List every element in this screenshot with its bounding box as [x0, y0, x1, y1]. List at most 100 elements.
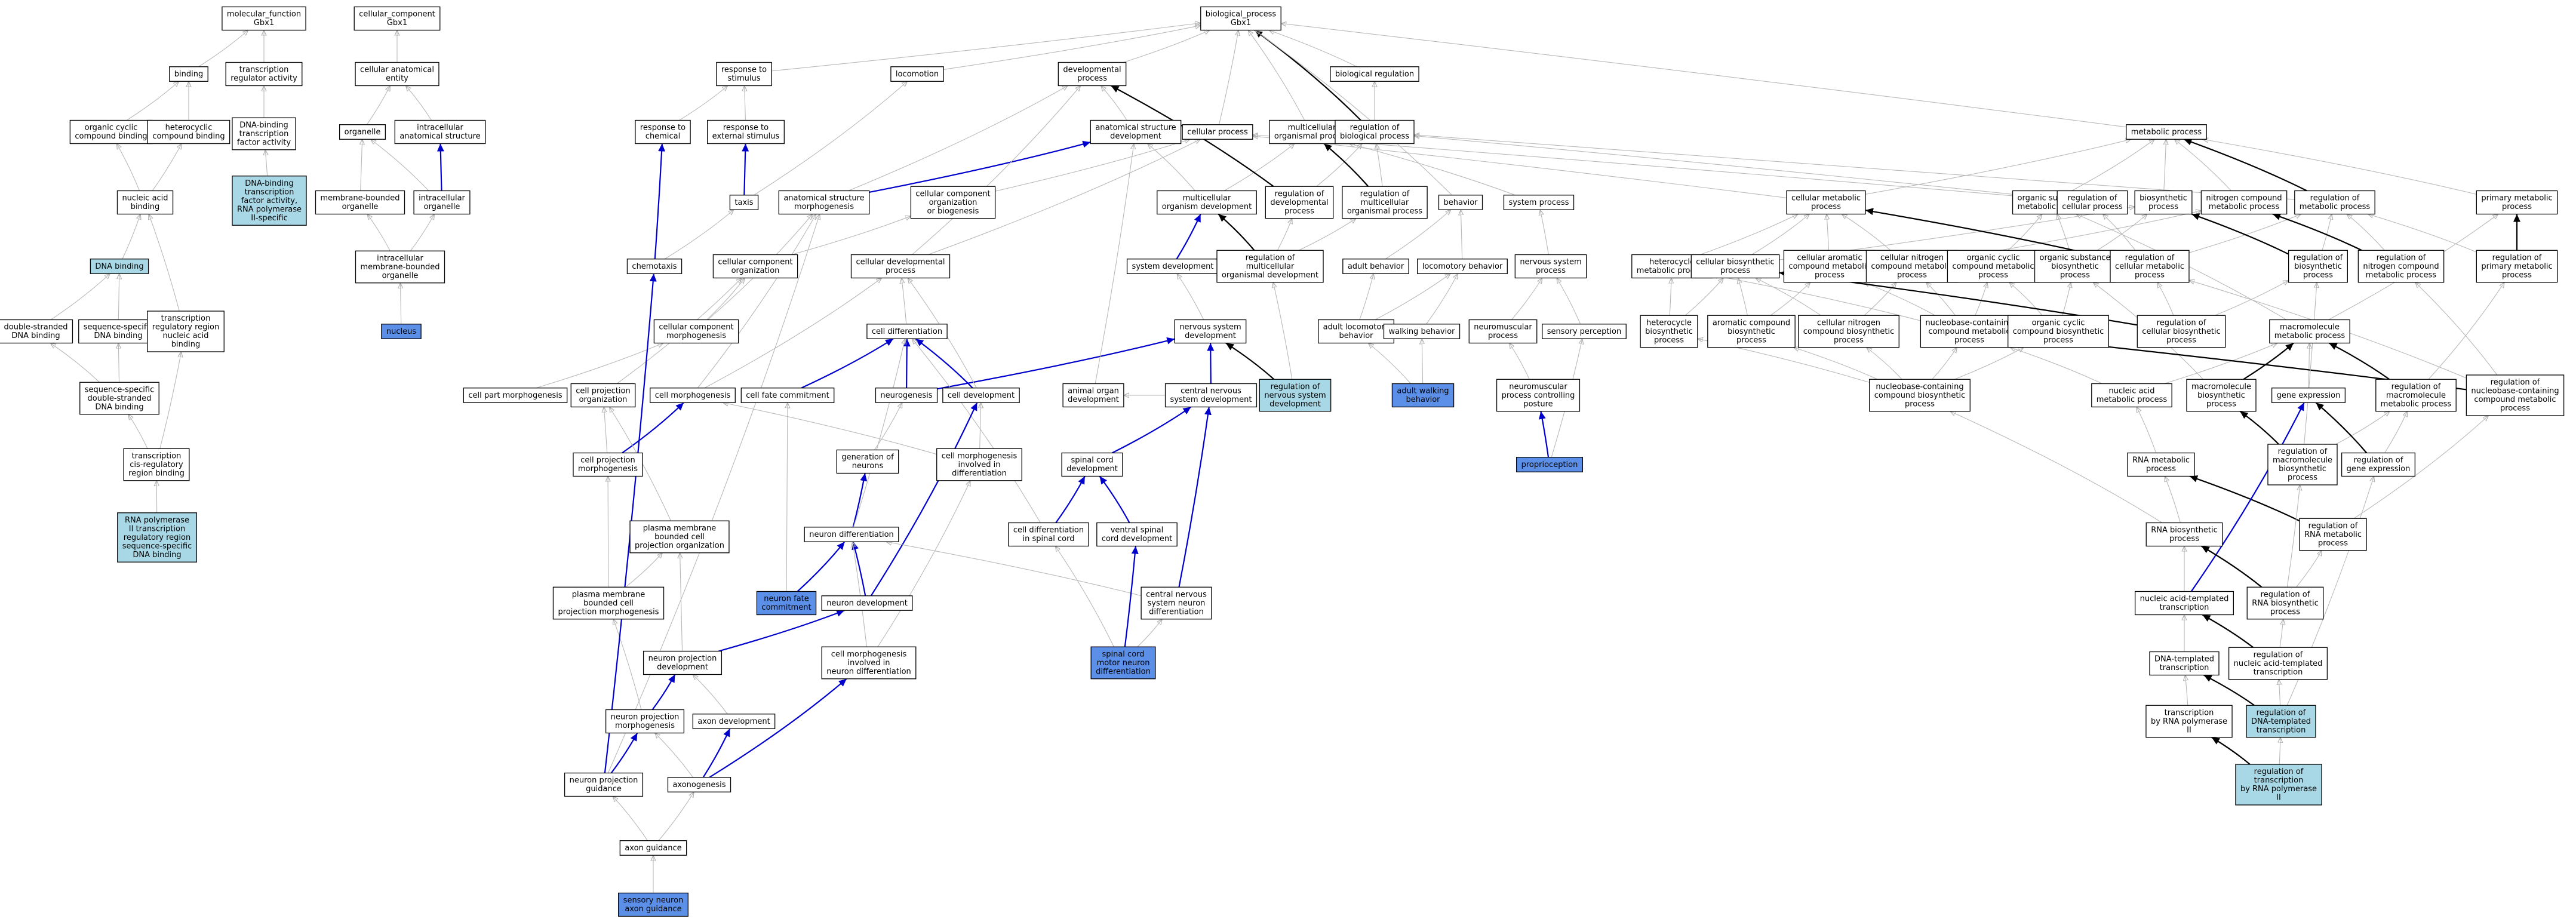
node-label-line: cellular process: [1187, 128, 1248, 137]
node-label-line: regulation of: [2157, 318, 2206, 327]
node-label-line: system development: [1170, 395, 1252, 404]
node-box: [123, 448, 190, 481]
node-label-line: cellular nitrogen: [1817, 318, 1880, 327]
edge-nbccmp-to-occmp: [1975, 282, 1987, 316]
edge-ccob-to-cellproc: [995, 139, 1190, 192]
edge-rnamp-to-namp: [2137, 407, 2157, 453]
node-label-line: regulation of: [2391, 382, 2441, 391]
edge-nucleus-to-imbo: [400, 283, 401, 324]
node-label-line: process: [886, 266, 915, 275]
node-label-line: neuromuscular: [1474, 323, 1532, 332]
node-label-line: process: [2500, 404, 2530, 413]
node-box: [2341, 452, 2416, 477]
node-box: [712, 254, 798, 279]
node-label-line: adult locomotory: [1323, 323, 1390, 332]
node-box: [605, 709, 685, 734]
edge-rnatt-to-rrnabp: [2279, 619, 2283, 648]
edge-rrnamp-to-rnbccmp: [2353, 416, 2488, 519]
node-label-line: cis-regulatory: [130, 460, 183, 469]
node-box: [821, 595, 913, 611]
edge-cco-to-ccob: [791, 216, 911, 256]
edge-imbo-to-mbo: [367, 214, 391, 251]
node-label-line: process: [2288, 474, 2317, 482]
node-label-line: transcription: [239, 66, 289, 75]
edge-cacmp-to-cmp: [1827, 214, 1828, 251]
edge-occbp-to-osbp: [2062, 282, 2071, 316]
node-label-line: animal organ: [1068, 387, 1119, 396]
node-label-line: process: [1834, 336, 1864, 345]
node-taxis: taxis: [729, 195, 759, 210]
node-label-line: biological_process: [1206, 10, 1277, 19]
edge-rbsp-to-biosyn: [2191, 213, 2289, 255]
node-label: cell fate commitment: [746, 391, 829, 400]
node-label-line: compound metabolic: [2474, 395, 2556, 404]
node-box: [2200, 190, 2288, 215]
node-label-line: nucleobase-containing: [1876, 382, 1963, 391]
node-box: [2186, 379, 2257, 412]
edge-rpmp-to-rmp: [2368, 214, 2477, 253]
edge-nbccmp-to-cacmp: [1864, 282, 1935, 316]
node-label-line: process: [1815, 271, 1845, 279]
node-label-line: chemical: [645, 132, 680, 141]
node-box: [1174, 319, 1247, 344]
node-label: adult behavior: [1348, 262, 1404, 271]
node-box: [1947, 250, 2040, 283]
node-label-line: organismal process: [1274, 132, 1350, 141]
node-label-line: process: [2318, 539, 2348, 548]
node-label-line: process: [1978, 271, 2008, 279]
edge-rcp-to-cellproc: [1253, 135, 2058, 200]
node-label-line: cell projection: [580, 456, 635, 465]
node-box: [1259, 379, 1332, 412]
edge-rts-to-bp: [771, 23, 1201, 72]
edge-sysproc-to-mop: [1350, 144, 1516, 196]
edge-cdp-to-cellproc: [927, 139, 1200, 256]
node-box: [79, 382, 159, 415]
node-label-line: DNA binding: [11, 331, 60, 340]
edge-axonogenesis-to-cmind: [709, 678, 847, 778]
node-label-line: compound metabolic: [1788, 262, 1870, 271]
edge-adultbeh-to-behavior: [1385, 210, 1450, 260]
node-label-line: Gbx1: [254, 19, 274, 27]
node-box: [1090, 119, 1182, 145]
node-label-line: cellular metabolic: [1791, 194, 1861, 203]
node-box: [1330, 66, 1419, 82]
node-label-line: spinal cord: [1071, 456, 1113, 465]
node-label-line: biological process: [1340, 132, 1409, 141]
node-label-line: nitrogen compound: [2206, 194, 2282, 203]
node-label-line: behavior: [1443, 198, 1478, 207]
node-label-line: proprioception: [1521, 460, 1578, 469]
node-label-line: process: [2270, 607, 2300, 616]
edge-axondev-to-npd: [693, 675, 728, 715]
edge-rmbsp-to-rmmp: [2335, 411, 2390, 445]
node-box: [1640, 315, 1698, 348]
node-label-line: system neuron: [1148, 599, 1206, 608]
node-label-line: in spinal cord: [1022, 534, 1074, 543]
edge-trrnab-to-nab: [149, 214, 180, 312]
node-label-line: nucleic acid: [2108, 387, 2154, 396]
edge-nab-to-occb: [116, 144, 140, 191]
node-label-line: neuron development: [826, 599, 908, 608]
node-box: [1383, 324, 1461, 339]
node-label-line: regulation of: [1246, 253, 1295, 262]
